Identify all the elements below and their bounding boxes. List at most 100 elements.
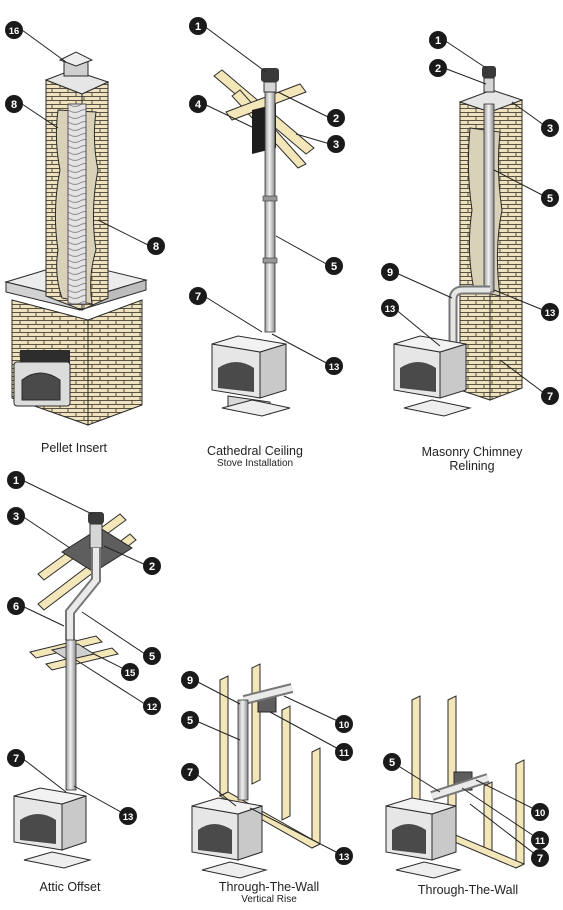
callout-badge: 11: [531, 831, 549, 849]
callout-number: 5: [389, 757, 395, 769]
callout-number: 12: [147, 702, 158, 713]
callout-badge: 7: [541, 387, 559, 405]
callout-circle: [531, 803, 549, 821]
callout-badge: 2: [327, 109, 345, 127]
callout-circle: [541, 387, 559, 405]
callout-badge: 1: [189, 17, 207, 35]
callout-number: 10: [339, 720, 350, 731]
callout-circle: [541, 303, 559, 321]
callout-badge: 13: [381, 299, 399, 317]
callout-number: 7: [187, 767, 193, 779]
callout-number: 11: [535, 836, 546, 847]
callout-circle: [531, 849, 549, 867]
callout-badge: 13: [325, 357, 343, 375]
callout-number: 4: [195, 99, 202, 111]
callout-circle: [143, 647, 161, 665]
vent-cap: [482, 66, 496, 78]
callout-badge: 5: [325, 257, 343, 275]
caption-cathedral-ceiling: Cathedral Ceiling Stove Installation: [186, 444, 324, 470]
caption-title: Through-The-Wall: [417, 883, 519, 897]
callout-number: 7: [195, 291, 201, 303]
caption-title: Pellet Insert: [40, 441, 107, 455]
callout-badge: 7: [181, 763, 199, 781]
caption-subtitle: Stove Installation: [216, 458, 294, 469]
callout-badge: 7: [189, 287, 207, 305]
caption-title: Attic Offset: [39, 880, 101, 894]
through-wall-diagram: [385, 695, 541, 879]
caption-through-wall: Through-The-Wall: [398, 883, 538, 897]
callout-badge: 11: [335, 743, 353, 761]
callout-number: 9: [387, 267, 393, 279]
vent-pipe: [264, 91, 276, 333]
callout-circle: [119, 807, 137, 825]
callout-number: 13: [385, 304, 396, 315]
callout-circle: [429, 31, 447, 49]
callout-circle: [327, 135, 345, 153]
callout-circle: [325, 357, 343, 375]
callout-number: 1: [435, 35, 441, 47]
callout-badge: 9: [181, 671, 199, 689]
callout-badge: 13: [541, 303, 559, 321]
callout-circle: [429, 59, 447, 77]
callout-badge: 12: [143, 697, 161, 715]
callout-circle: [327, 109, 345, 127]
callout-number: 7: [13, 753, 19, 765]
callout-circle: [7, 471, 25, 489]
cathedral-ceiling-diagram: [203, 25, 333, 417]
callout-circle: [181, 711, 199, 729]
callout-number: 13: [123, 812, 134, 823]
callout-badge: 7: [531, 849, 549, 867]
caption-subtitle: Vertical Rise: [241, 894, 297, 905]
callout-circle: [143, 557, 161, 575]
attic-offset-diagram: [13, 479, 149, 869]
callout-badge: 8: [147, 237, 165, 255]
callout-number: 13: [329, 362, 340, 373]
callout-number: 3: [13, 511, 19, 523]
through-wall-vertical-diagram: [191, 663, 345, 879]
callout-badge: 6: [7, 597, 25, 615]
callout-number: 8: [153, 241, 159, 253]
callout-number: 2: [149, 561, 155, 573]
callout-circle: [325, 257, 343, 275]
caption-title: Masonry Chimney: [421, 445, 523, 459]
callout-number: 5: [149, 651, 155, 663]
callout-circle: [189, 287, 207, 305]
caption-subtitle: Relining: [449, 459, 495, 473]
callout-circle: [335, 743, 353, 761]
callout-number: 9: [187, 675, 193, 687]
callout-badge: 1: [7, 471, 25, 489]
callout-badge: 5: [541, 189, 559, 207]
callout-circle: [189, 17, 207, 35]
callout-number: 13: [545, 308, 556, 319]
callout-number: 11: [339, 748, 350, 759]
callout-circle: [7, 749, 25, 767]
callout-badge: 16: [5, 21, 23, 39]
callout-circle: [147, 237, 165, 255]
callout-circle: [7, 507, 25, 525]
callout-number: 5: [187, 715, 193, 727]
callout-number: 1: [195, 21, 201, 33]
callout-badge: 10: [335, 715, 353, 733]
callout-badge: 5: [143, 647, 161, 665]
callout-badge: 9: [381, 263, 399, 281]
vent-cap: [88, 512, 104, 524]
callout-circle: [189, 95, 207, 113]
callout-number: 3: [333, 139, 339, 151]
callout-number: 6: [13, 601, 19, 613]
callout-circle: [335, 847, 353, 865]
flexible-liner: [67, 103, 87, 305]
callout-number: 13: [339, 852, 350, 863]
callout-circle: [5, 21, 23, 39]
callout-circle: [541, 119, 559, 137]
callout-badge: 7: [7, 749, 25, 767]
vent-pipe: [237, 699, 249, 801]
callout-number: 2: [333, 113, 339, 125]
callout-number: 16: [9, 26, 20, 37]
callout-badge: 13: [335, 847, 353, 865]
callout-badge: 4: [189, 95, 207, 113]
callout-badge: 10: [531, 803, 549, 821]
chimney-liner-pipe: [483, 103, 495, 293]
callout-number: 8: [11, 99, 17, 111]
callout-circle: [121, 663, 139, 681]
